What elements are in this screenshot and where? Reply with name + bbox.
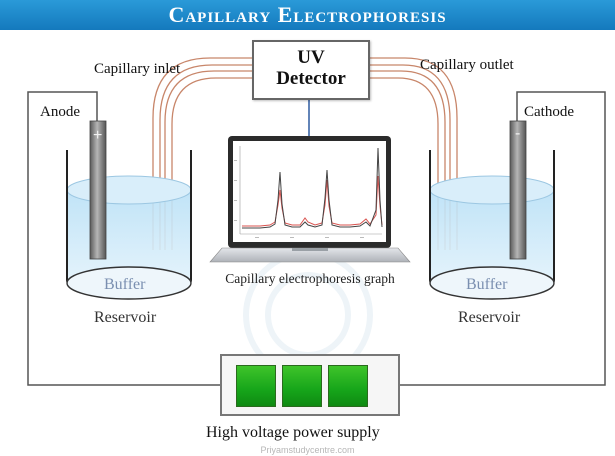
capillary-inlet-label: Capillary inlet	[94, 61, 181, 77]
watermark-text: Priyamstudycentre.com	[260, 445, 355, 455]
cathode-electrode	[509, 120, 527, 260]
capillary-tube	[152, 57, 458, 250]
psu-cell	[328, 365, 368, 407]
psu-cell	[236, 365, 276, 407]
graph-axes	[239, 146, 382, 235]
diagram-title: Capillary Electrophoresis	[168, 2, 447, 27]
power-supply-label: High voltage power supply	[206, 424, 380, 441]
uv-detector-line2: Detector	[276, 68, 346, 89]
graph-trace-dark	[242, 147, 383, 229]
anode-electrode	[89, 120, 107, 260]
high-voltage-power-supply	[220, 354, 400, 416]
title-bar	[0, 0, 615, 30]
anode-sign: +	[93, 127, 103, 144]
psu-cell	[282, 365, 322, 407]
uv-detector: UV Detector	[252, 40, 370, 100]
left-buffer-label: Buffer	[104, 276, 146, 293]
anode-label: Anode	[40, 104, 80, 120]
cathode-sign: -	[515, 125, 521, 142]
right-buffer-label: Buffer	[466, 276, 508, 293]
circuit-wire	[27, 91, 606, 386]
graph-ticks	[234, 160, 364, 238]
capillary-outlet-label: Capillary outlet	[420, 57, 514, 73]
uv-detector-line1: UV	[297, 47, 325, 68]
right-reservoir-label: Reservoir	[458, 309, 521, 326]
left-reservoir-label: Reservoir	[94, 309, 157, 326]
graph-caption: Capillary electrophoresis graph	[225, 271, 395, 286]
cathode-label: Cathode	[524, 104, 574, 120]
